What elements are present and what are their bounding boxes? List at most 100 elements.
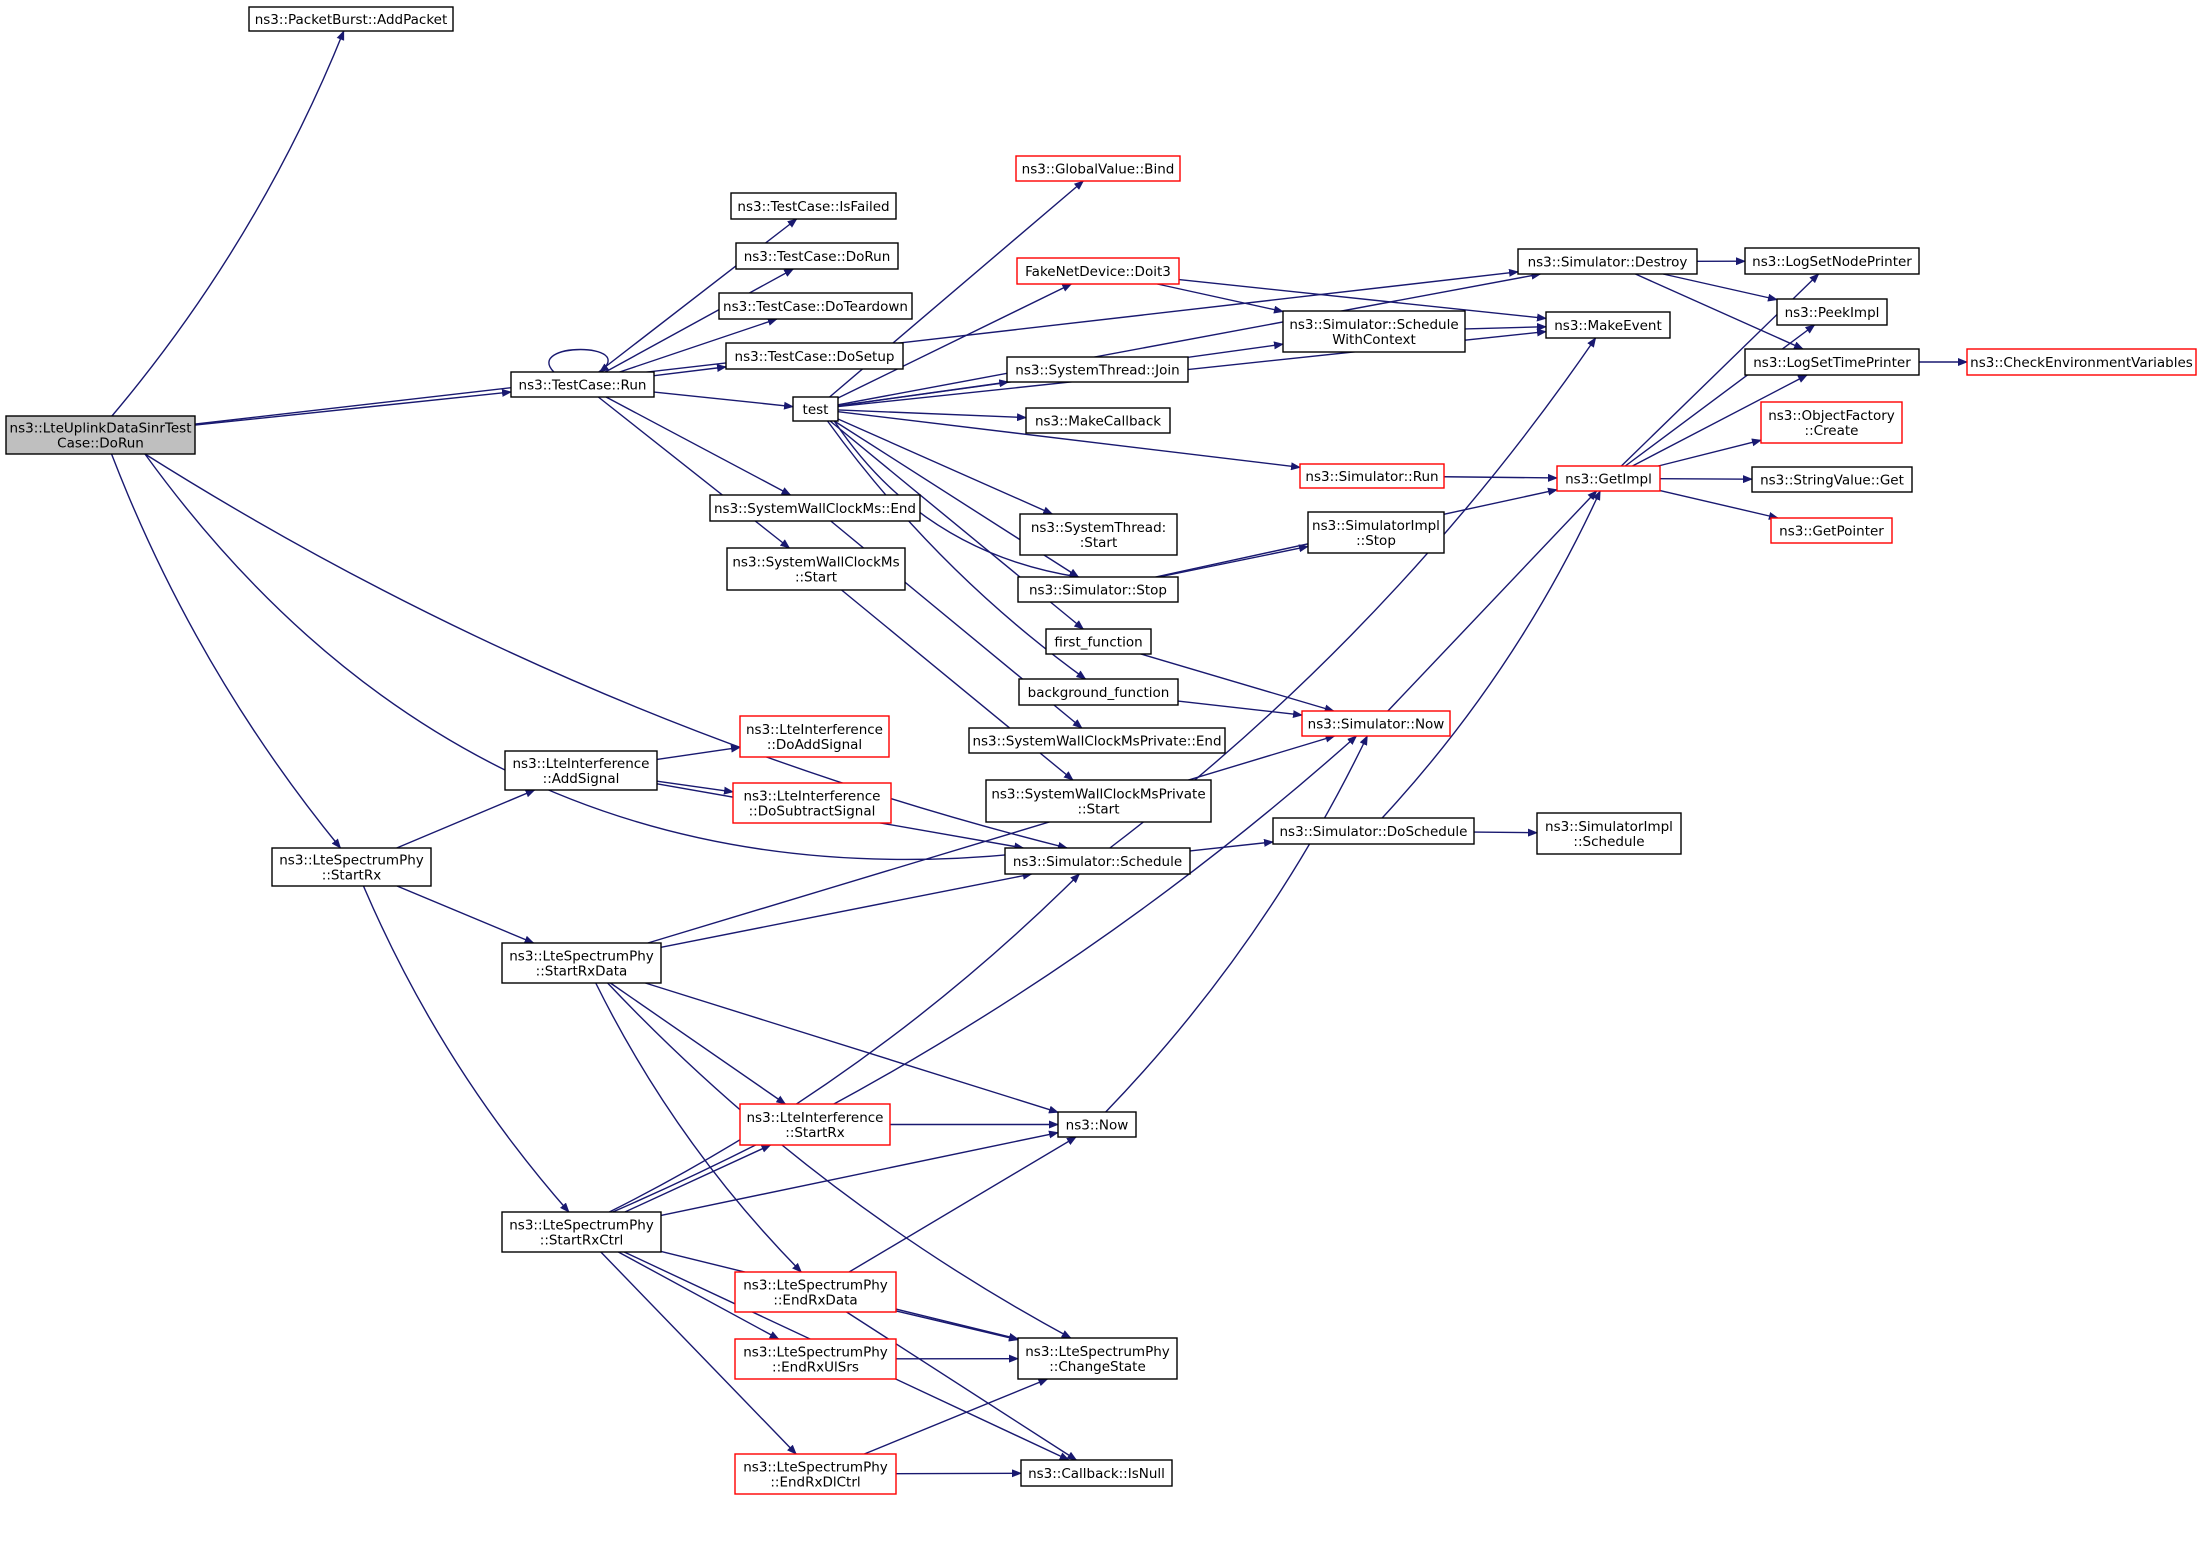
- node-sim_doschedule[interactable]: ns3::Simulator::DoSchedule: [1272, 817, 1475, 845]
- node-label: ns3::SystemWallClockMsPrivate: [991, 787, 1205, 803]
- node-label: ::EndRxData: [773, 1293, 857, 1309]
- node-sim_run[interactable]: ns3::Simulator::Run: [1299, 463, 1445, 489]
- edge-sim_stop-to-simimpl_stop: [1158, 544, 1309, 578]
- node-label: ns3::SystemThread::Join: [1015, 363, 1179, 379]
- node-box: [1006, 356, 1189, 383]
- edge-root-to-tc_run: [194, 388, 512, 426]
- node-simimpl_stop[interactable]: ns3::SimulatorImpl::Stop: [1307, 511, 1445, 554]
- node-tc_dosetup[interactable]: ns3::TestCase::DoSetup: [725, 342, 904, 370]
- node-tc_isfailed[interactable]: ns3::TestCase::IsFailed: [730, 192, 897, 220]
- edge-sim_doschedule-to-simimpl_schedule: [1473, 828, 1538, 837]
- node-tc_run[interactable]: ns3::TestCase::Run: [510, 371, 655, 398]
- node-box: [734, 1338, 897, 1380]
- node-box: [739, 1103, 891, 1146]
- node-label: ns3::SimulatorImpl: [1312, 518, 1440, 534]
- edge-lsp_endrxdata-to-lsp_changestate: [895, 1310, 1019, 1342]
- node-box: [1015, 155, 1181, 182]
- edge-ns3_now-to-sim_now: [1105, 735, 1368, 1113]
- edge-root-to-addpacket: [111, 30, 345, 417]
- node-li_addsignal[interactable]: ns3::LteInterference::AddSignal: [504, 750, 658, 791]
- node-fake_doit3[interactable]: FakeNetDevice::Doit3: [1016, 257, 1180, 285]
- node-st_start[interactable]: ns3::SystemThread::Start: [1019, 513, 1178, 556]
- node-cb_isnull[interactable]: ns3::Callback::IsNull: [1020, 1459, 1173, 1487]
- node-tc_doteardown[interactable]: ns3::TestCase::DoTeardown: [718, 292, 913, 320]
- node-objfactory_create[interactable]: ns3::ObjectFactory::Create: [1760, 401, 1903, 444]
- edge-tc_run-to-tc_doteardown: [619, 318, 778, 373]
- node-checkenv[interactable]: ns3::CheckEnvironmentVariables: [1966, 348, 2197, 376]
- node-getimpl[interactable]: ns3::GetImpl: [1556, 465, 1661, 492]
- node-box: [734, 1453, 897, 1495]
- node-box: [1751, 466, 1913, 493]
- node-first_function[interactable]: first_function: [1045, 628, 1152, 655]
- edge-sim_run-to-getimpl: [1443, 473, 1558, 482]
- node-peekimpl[interactable]: ns3::PeekImpl: [1776, 298, 1888, 326]
- node-box: [1057, 1111, 1137, 1138]
- edge-getimpl-to-getpointer: [1659, 489, 1779, 520]
- node-background_function[interactable]: background_function: [1018, 678, 1179, 706]
- node-makeevent[interactable]: ns3::MakeEvent: [1545, 311, 1671, 339]
- edge-test-to-st_start: [837, 418, 1054, 515]
- edge-lsp_startrxdata-to-ns3_now: [645, 982, 1059, 1114]
- node-box: [1517, 248, 1698, 275]
- node-logtimeprinter[interactable]: ns3::LogSetTimePrinter: [1744, 348, 1920, 376]
- node-label: ::EndRxUlSrs: [772, 1360, 859, 1376]
- node-box: [1301, 710, 1451, 737]
- edge-lsp_startrxdata-to-lsp_endrxdata: [595, 982, 802, 1273]
- node-li_dosubtract[interactable]: ns3::LteInterference::DoSubtractSignal: [732, 782, 892, 824]
- node-lsp_endrxulsrs[interactable]: ns3::LteSpectrumPhy::EndRxUlSrs: [734, 1338, 897, 1380]
- node-label: ns3::GetImpl: [1565, 472, 1652, 488]
- node-lognodeprinter[interactable]: ns3::LogSetNodePrinter: [1744, 247, 1920, 275]
- node-simimpl_schedule[interactable]: ns3::SimulatorImpl::Schedule: [1536, 812, 1682, 855]
- node-lsp_changestate[interactable]: ns3::LteSpectrumPhy::ChangeState: [1017, 1337, 1178, 1380]
- node-stringvalue_get[interactable]: ns3::StringValue::Get: [1751, 466, 1913, 493]
- node-addpacket[interactable]: ns3::PacketBurst::AddPacket: [248, 6, 454, 32]
- edge-lsp_startrxctrl-to-li_startrx: [624, 1144, 772, 1213]
- node-lsp_startrx[interactable]: ns3::LteSpectrumPhy::StartRx: [271, 847, 432, 887]
- edge-sim_schedwctx-to-makeevent: [1464, 322, 1547, 331]
- node-ns3_now[interactable]: ns3::Now: [1057, 1111, 1137, 1138]
- node-label: ns3::LteSpectrumPhy: [743, 1278, 888, 1294]
- edge-lsp_endrxdata-to-ns3_now: [848, 1136, 1077, 1273]
- node-sim_stop[interactable]: ns3::Simulator::Stop: [1017, 576, 1179, 603]
- node-tc_dorun[interactable]: ns3::TestCase::DoRun: [735, 242, 899, 270]
- node-box: [1018, 678, 1179, 706]
- node-li_startrx[interactable]: ns3::LteInterference::StartRx: [739, 1103, 891, 1146]
- node-label: Case::DoRun: [57, 436, 144, 452]
- edge-test-to-sim_run: [837, 411, 1301, 471]
- node-label: ns3::GetPointer: [1779, 524, 1884, 540]
- node-box: [1556, 465, 1661, 492]
- node-swcp_start[interactable]: ns3::SystemWallClockMsPrivate::Start: [985, 779, 1212, 823]
- node-lsp_startrxctrl[interactable]: ns3::LteSpectrumPhy::StartRxCtrl: [501, 1211, 662, 1253]
- edge-sim_schedule-to-makeevent: [1109, 337, 1597, 849]
- node-lsp_endrxdata[interactable]: ns3::LteSpectrumPhy::EndRxData: [734, 1271, 897, 1313]
- edge-getimpl-to-logtimeprinter: [1632, 374, 1808, 467]
- node-label: ns3::LteSpectrumPhy: [1025, 1344, 1170, 1360]
- node-getpointer[interactable]: ns3::GetPointer: [1770, 517, 1893, 544]
- node-label: ns3::SystemWallClockMs::End: [714, 501, 916, 517]
- edge-tc_run-to-swc_end: [605, 396, 792, 496]
- node-label: ns3::TestCase::DoRun: [744, 249, 891, 265]
- node-gv_bind[interactable]: ns3::GlobalValue::Bind: [1015, 155, 1181, 182]
- node-label: ns3::LteSpectrumPhy: [743, 1345, 888, 1361]
- node-sim_now[interactable]: ns3::Simulator::Now: [1301, 710, 1451, 737]
- node-lsp_startrxdata[interactable]: ns3::LteSpectrumPhy::StartRxData: [501, 942, 662, 984]
- node-sim_destroy[interactable]: ns3::Simulator::Destroy: [1517, 248, 1698, 275]
- node-label: ns3::LteInterference: [746, 722, 883, 738]
- node-st_join[interactable]: ns3::SystemThread::Join: [1006, 356, 1189, 383]
- node-test[interactable]: test: [792, 396, 839, 422]
- node-swc_start[interactable]: ns3::SystemWallClockMs::Start: [726, 547, 906, 591]
- node-label: FakeNetDevice::Doit3: [1025, 264, 1171, 280]
- node-li_doaddsignal[interactable]: ns3::LteInterference::DoAddSignal: [739, 715, 890, 758]
- node-box: [1282, 310, 1466, 353]
- node-label: ns3::TestCase::DoSetup: [735, 349, 895, 365]
- node-box: [718, 292, 913, 320]
- node-sim_schedule[interactable]: ns3::Simulator::Schedule: [1004, 847, 1191, 875]
- node-box: [1770, 517, 1893, 544]
- node-lsp_endrxdlctrl[interactable]: ns3::LteSpectrumPhy::EndRxDlCtrl: [734, 1453, 897, 1495]
- edge-lsp_startrxctrl-to-lsp_endrxulsrs: [618, 1251, 780, 1340]
- node-swc_end[interactable]: ns3::SystemWallClockMs::End: [709, 494, 921, 522]
- node-swcp_end[interactable]: ns3::SystemWallClockMsPrivate::End: [968, 727, 1226, 754]
- node-makecallback[interactable]: ns3::MakeCallback: [1025, 407, 1171, 434]
